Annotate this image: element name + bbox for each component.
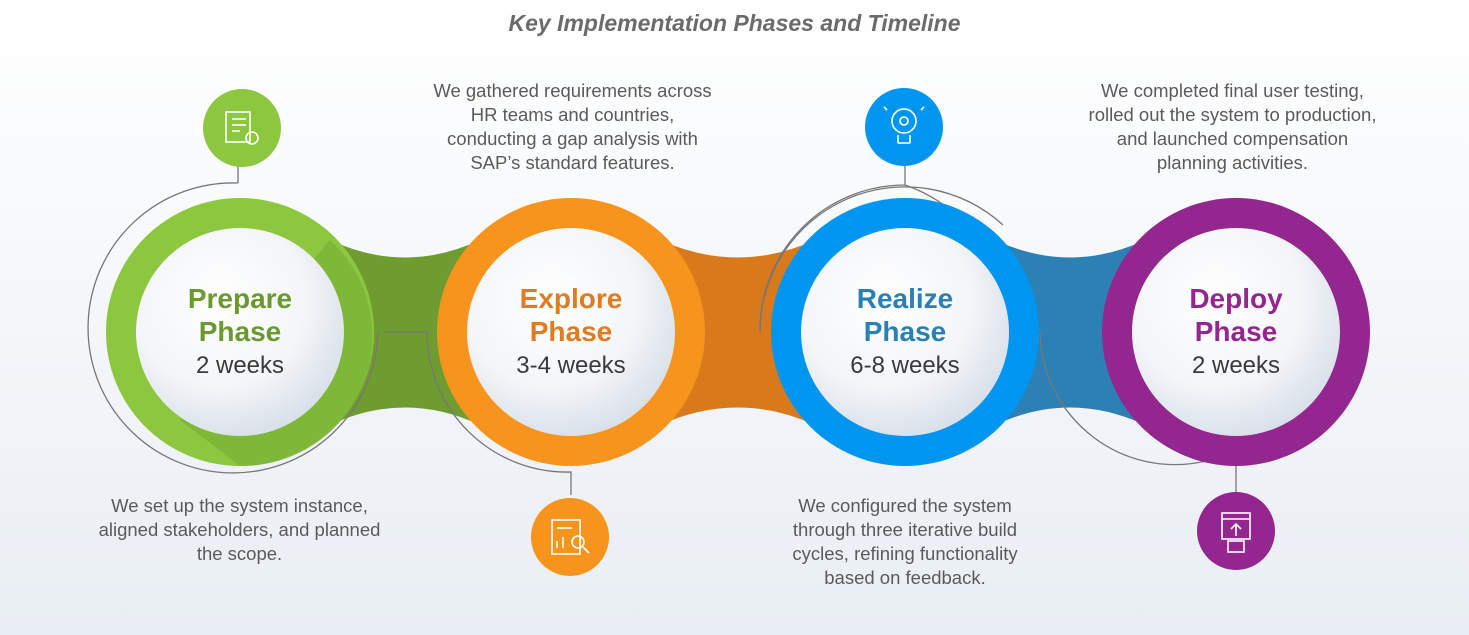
phase-duration: 6-8 weeks [850, 352, 960, 379]
phase-duration: 2 weeks [1191, 352, 1281, 379]
phase-name-line1: Prepare [187, 283, 293, 314]
checklist-gear-icon [203, 89, 281, 167]
phase-name-line2: Phase [198, 316, 282, 347]
outline-prepare [87, 182, 379, 474]
phase-name-line2: Phase [529, 316, 613, 347]
phase-duration: 3-4 weeks [516, 352, 626, 379]
lightbulb-gear-icon [865, 88, 943, 166]
description-realize: We configured the system through three i… [792, 495, 1018, 588]
report-analysis-icon [531, 498, 609, 576]
ring-explore [437, 198, 705, 466]
outline-explore [385, 331, 572, 495]
ring-realize [771, 198, 1039, 466]
connector-explore-realize [660, 240, 815, 425]
phase-name-line1: Explore [519, 283, 623, 314]
phase-name-line2: Phase [863, 316, 947, 347]
description-explore: We gathered requirements across HR teams… [433, 80, 712, 173]
description-prepare: We set up the system instance, aligned s… [98, 495, 381, 564]
description-deploy: We completed final user testing, rolled … [1088, 80, 1377, 173]
diagram-title: Key Implementation Phases and Timeline [508, 10, 961, 36]
phase-duration: 2 weeks [195, 352, 285, 379]
ring-prepare [106, 198, 374, 467]
ring-deploy [1102, 198, 1370, 466]
phase-name-line1: Realize [856, 283, 954, 314]
phase-name-line2: Phase [1194, 316, 1278, 347]
phase-name-line1: Deploy [1189, 283, 1283, 314]
deploy-code-icon [1197, 492, 1275, 570]
connector-realize-deploy [995, 240, 1145, 425]
